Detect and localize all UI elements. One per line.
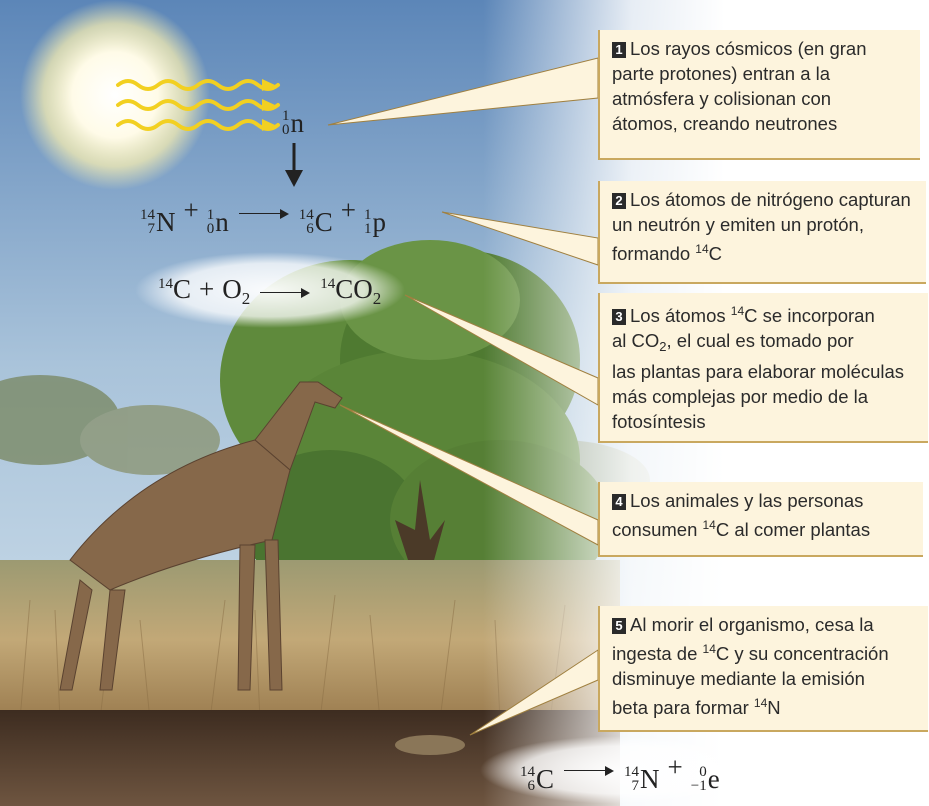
plus-sign: + — [667, 752, 683, 782]
step-2-line: Los átomos de nitrógeno capturan — [630, 189, 911, 210]
oxidation-equation: 14C+O214CO2 — [158, 274, 381, 309]
reaction-arrow — [238, 207, 289, 219]
mass-number: 14 — [624, 764, 640, 780]
element-symbol: C — [708, 243, 723, 264]
reaction-arrow — [564, 764, 615, 776]
step-3-line: fotosíntesis — [612, 411, 706, 432]
step-3-text: , el cual es tomado por — [666, 330, 854, 351]
step-3-line: más complejas por medio de la — [612, 386, 869, 407]
step-4-number: 4 — [612, 494, 626, 510]
element-symbol: p — [372, 206, 386, 237]
step-5-text: beta para formar — [612, 697, 754, 718]
step-5-line: disminuye mediante la emisión — [612, 668, 865, 689]
reaction-arrow — [260, 286, 311, 298]
step-5-line: Al morir el organismo, cesa la — [630, 614, 874, 635]
plus-sign: + — [183, 195, 199, 225]
cloud-decay — [480, 736, 760, 804]
step-1-number: 1 — [612, 42, 626, 58]
step-5-text: C y su concentración — [715, 643, 889, 664]
plus-sign: + — [340, 195, 356, 225]
atomic-number: 6 — [527, 778, 536, 794]
mass-number: 1 — [206, 207, 215, 223]
element-symbol: C — [536, 763, 555, 794]
atomic-number: 1 — [363, 221, 372, 237]
step-4-text: consumen — [612, 519, 703, 540]
step-3-text: Los átomos — [630, 305, 731, 326]
element-symbol: C — [173, 274, 192, 304]
sun — [20, 0, 210, 190]
step-5-text: N — [767, 697, 781, 718]
subscript: 2 — [659, 339, 667, 354]
mass-number: 14 — [298, 207, 314, 223]
mass-number: 1 — [282, 108, 290, 124]
step-1-line: parte protones) entran a la — [612, 63, 831, 84]
step-4-text: C al comer plantas — [715, 519, 871, 540]
atomic-number: 7 — [631, 778, 640, 794]
mass-number: 0 — [699, 764, 707, 780]
atomic-number: −1 — [690, 778, 707, 794]
step-3-number: 3 — [612, 309, 626, 325]
element-symbol: n — [290, 107, 305, 138]
step-2-number: 2 — [612, 193, 626, 209]
element-symbol: n — [215, 206, 229, 237]
step-2-line: formando — [612, 243, 696, 264]
mass-number: 14 — [695, 242, 709, 256]
element-symbol: N — [156, 206, 176, 237]
element-symbol: C — [314, 206, 333, 237]
down-arrow — [285, 143, 303, 187]
plus-sign: + — [199, 274, 215, 304]
subscript: 2 — [241, 289, 251, 308]
mass-number: 14 — [753, 696, 768, 710]
step-3-text: al CO — [612, 330, 660, 351]
subscript: 2 — [372, 289, 382, 308]
step-4-line: Los animales y las personas — [630, 490, 864, 511]
mass-number: 14 — [520, 764, 535, 780]
mass-number: 14 — [702, 518, 716, 532]
step-1-line: Los rayos cósmicos (en gran — [630, 38, 867, 59]
mass-number: 14 — [158, 276, 173, 292]
step-5-number: 5 — [612, 618, 626, 634]
atomic-number: 6 — [306, 221, 314, 237]
mass-number: 1 — [363, 207, 372, 223]
atomic-number: 0 — [282, 122, 290, 138]
oxygen-symbol: O — [222, 274, 242, 304]
cloud-oxidation — [135, 252, 405, 328]
cosmic-rays — [116, 79, 280, 131]
step-5-text: ingesta de — [612, 643, 703, 664]
step-3-text: se incorporan — [757, 305, 875, 326]
step-1-line: átomos, creando neutrones — [612, 113, 838, 134]
mass-number: 14 — [320, 276, 336, 292]
step-3-line: las plantas para elaborar moléculas — [612, 361, 905, 382]
atomic-number: 7 — [147, 221, 156, 237]
element-symbol: N — [640, 763, 660, 794]
mass-number: 14 — [140, 207, 155, 223]
step-2-line: un neutrón y emiten un protón, — [612, 214, 864, 235]
element-symbol: C — [744, 305, 758, 326]
atomic-number: 0 — [206, 221, 215, 237]
step-1-line: atmósfera y colisionan con — [612, 88, 832, 109]
mass-number: 14 — [730, 304, 745, 318]
cosmic-ray-arrowheads — [262, 79, 275, 131]
mass-number: 14 — [702, 642, 716, 656]
element-symbol: e — [707, 763, 720, 794]
carbon-dioxide-symbol: CO — [335, 274, 373, 304]
